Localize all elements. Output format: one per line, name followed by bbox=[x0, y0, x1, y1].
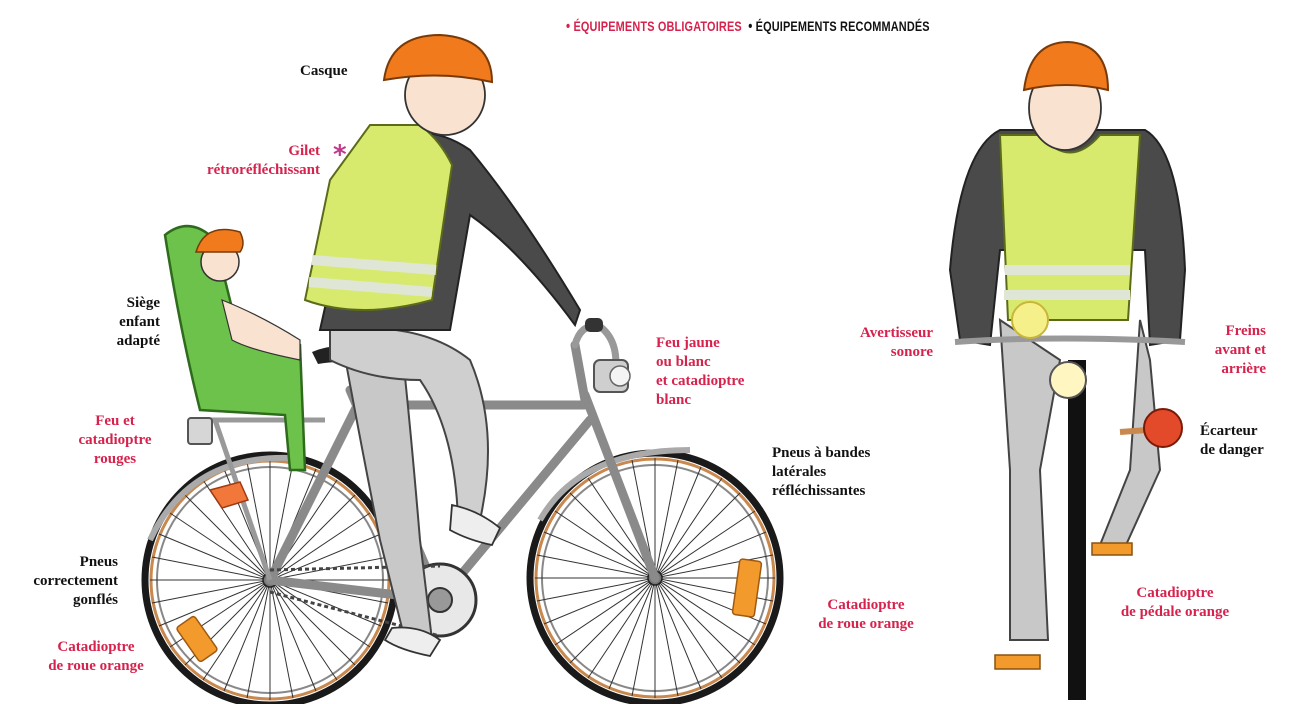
front-light bbox=[594, 360, 630, 392]
label-pneus-gonfles: Pneus correctement gonflés bbox=[0, 553, 118, 610]
label-freins: Freins avant et arrière bbox=[1190, 322, 1266, 379]
bell bbox=[1012, 302, 1048, 338]
label-catadioptre-roue-avant: Catadioptre de roue orange bbox=[796, 596, 936, 634]
label-avertisseur: Avertisseur sonore bbox=[820, 324, 933, 362]
label-siege: Siège enfant adapté bbox=[80, 294, 160, 351]
rear-light bbox=[188, 418, 212, 444]
pedal-reflector-right bbox=[1092, 543, 1132, 555]
legend-bullet-mandatory: • bbox=[566, 18, 570, 35]
label-casque: Casque bbox=[300, 62, 348, 81]
label-catadioptre-pedale: Catadioptre de pédale orange bbox=[1100, 584, 1250, 622]
pedal-reflector-left bbox=[995, 655, 1040, 669]
asterisk-mark: * bbox=[333, 140, 347, 170]
front-wheel-reflector bbox=[732, 559, 762, 618]
front-handlebar bbox=[955, 339, 1185, 343]
legend-bullet-recommended: • bbox=[748, 18, 752, 35]
front-helmet bbox=[1024, 42, 1108, 90]
label-catadioptre-roue-arriere: Catadioptre de roue orange bbox=[16, 638, 176, 676]
label-feu-avant: Feu jaune ou blanc et catadioptre blanc bbox=[656, 334, 744, 410]
label-feu-rouge: Feu et catadioptre rouges bbox=[55, 412, 175, 469]
label-ecarteur: Écarteur de danger bbox=[1200, 422, 1264, 460]
legend: • ÉQUIPEMENTS OBLIGATOIRES • ÉQUIPEMENTS… bbox=[566, 18, 930, 35]
label-gilet: Gilet rétroréfléchissant bbox=[150, 142, 320, 180]
adult-helmet bbox=[384, 35, 492, 82]
danger-deflector bbox=[1144, 409, 1182, 447]
front-lamp bbox=[1050, 362, 1086, 398]
legend-recommended: ÉQUIPEMENTS RECOMMANDÉS bbox=[756, 18, 930, 34]
legend-mandatory: ÉQUIPEMENTS OBLIGATOIRES bbox=[573, 18, 741, 34]
label-pneus-bandes: Pneus à bandes latérales réfléchissantes bbox=[772, 444, 870, 501]
